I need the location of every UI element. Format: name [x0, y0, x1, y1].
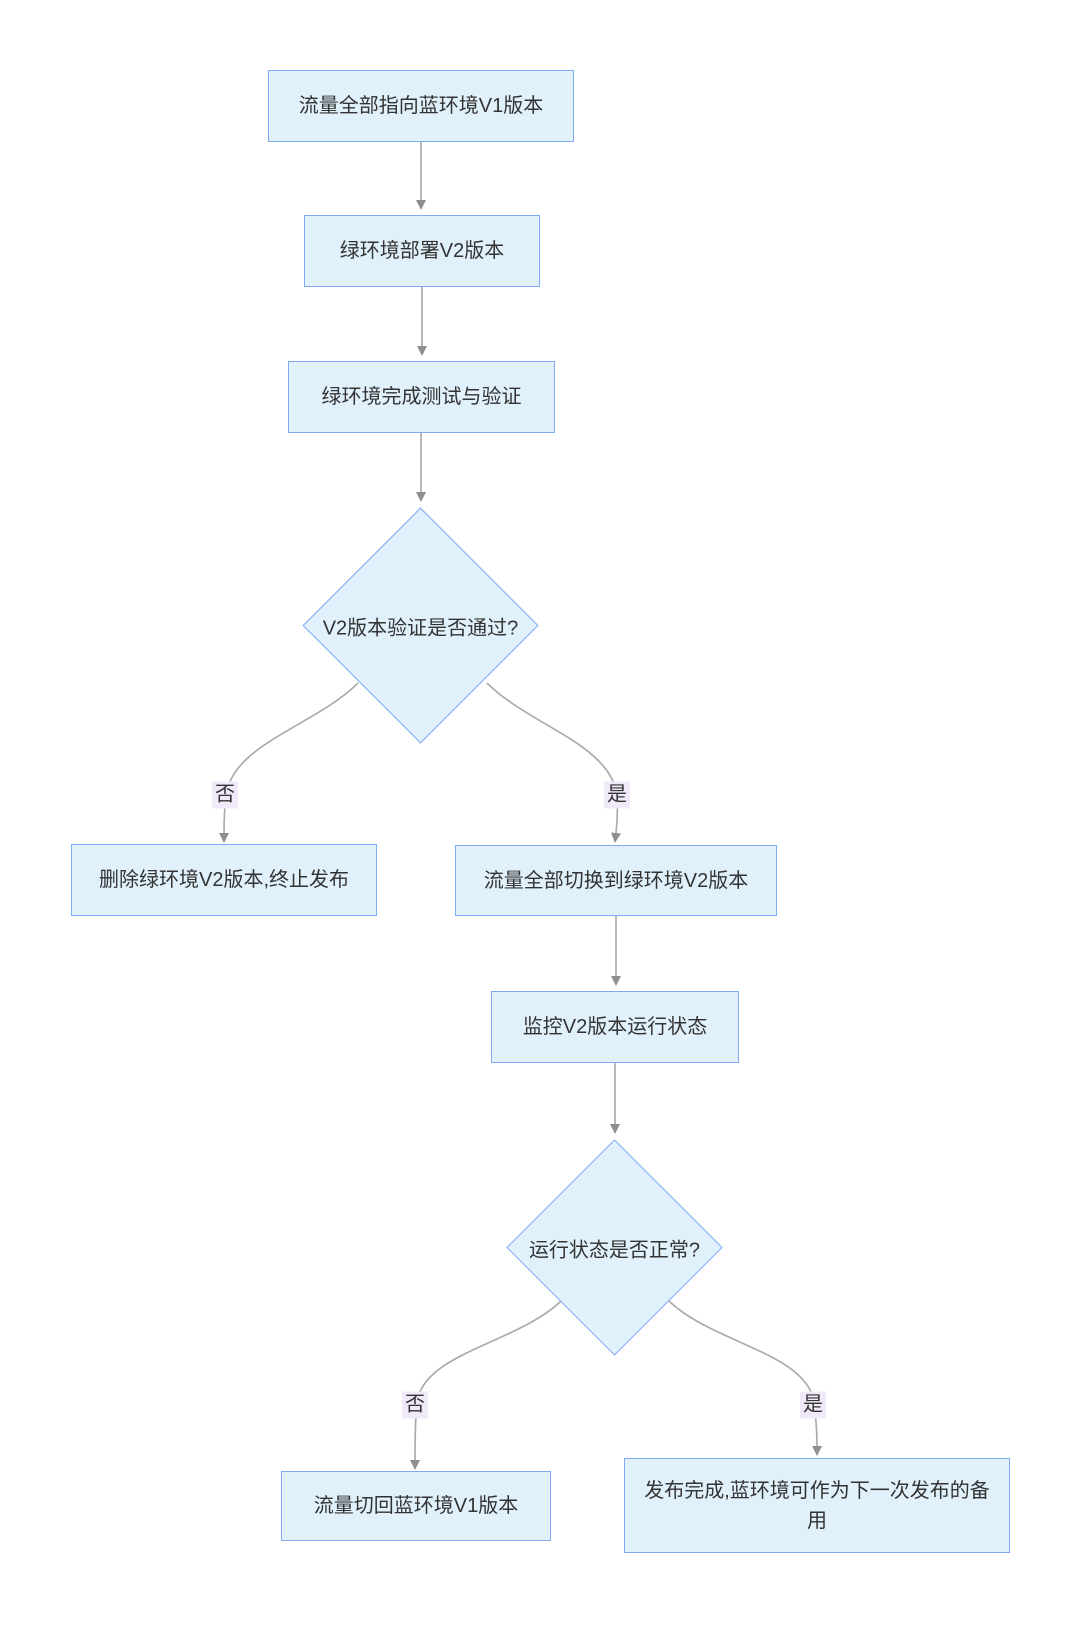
- node-traffic-to-blue-v1: 流量全部指向蓝环境V1版本: [268, 70, 574, 142]
- edge-d2-no-n7: [410, 1298, 564, 1470]
- node-deploy-v2-on-green: 绿环境部署V2版本: [304, 215, 540, 287]
- node-green-test-and-verify: 绿环境完成测试与验证: [288, 361, 555, 433]
- edge-label-yes-1: 是: [604, 781, 630, 809]
- node-delete-green-v2-abort: 删除绿环境V2版本,终止发布: [71, 844, 377, 916]
- decision-v2-verification-passed: V2版本验证是否通过?: [302, 507, 539, 744]
- decision-label: 运行状态是否正常?: [528, 1239, 701, 1261]
- edge-d2-yes-n8: [666, 1298, 822, 1456]
- node-release-complete-blue-standby: 发布完成,蓝环境可作为下一次发布的备用: [624, 1458, 1010, 1553]
- node-monitor-v2-status: 监控V2版本运行状态: [491, 991, 739, 1063]
- edge-d1-no-n4: [219, 682, 359, 843]
- edge-label-no-1: 否: [212, 781, 238, 809]
- edge-d1-yes-n5: [486, 682, 621, 843]
- decision-label: V2版本验证是否通过?: [322, 617, 519, 639]
- edge-label-yes-2: 是: [800, 1391, 826, 1419]
- node-switch-back-to-blue-v1: 流量切回蓝环境V1版本: [281, 1471, 551, 1541]
- edge-label-no-2: 否: [402, 1391, 428, 1419]
- node-switch-traffic-to-green-v2: 流量全部切换到绿环境V2版本: [455, 845, 777, 916]
- decision-running-status-normal: 运行状态是否正常?: [506, 1139, 723, 1356]
